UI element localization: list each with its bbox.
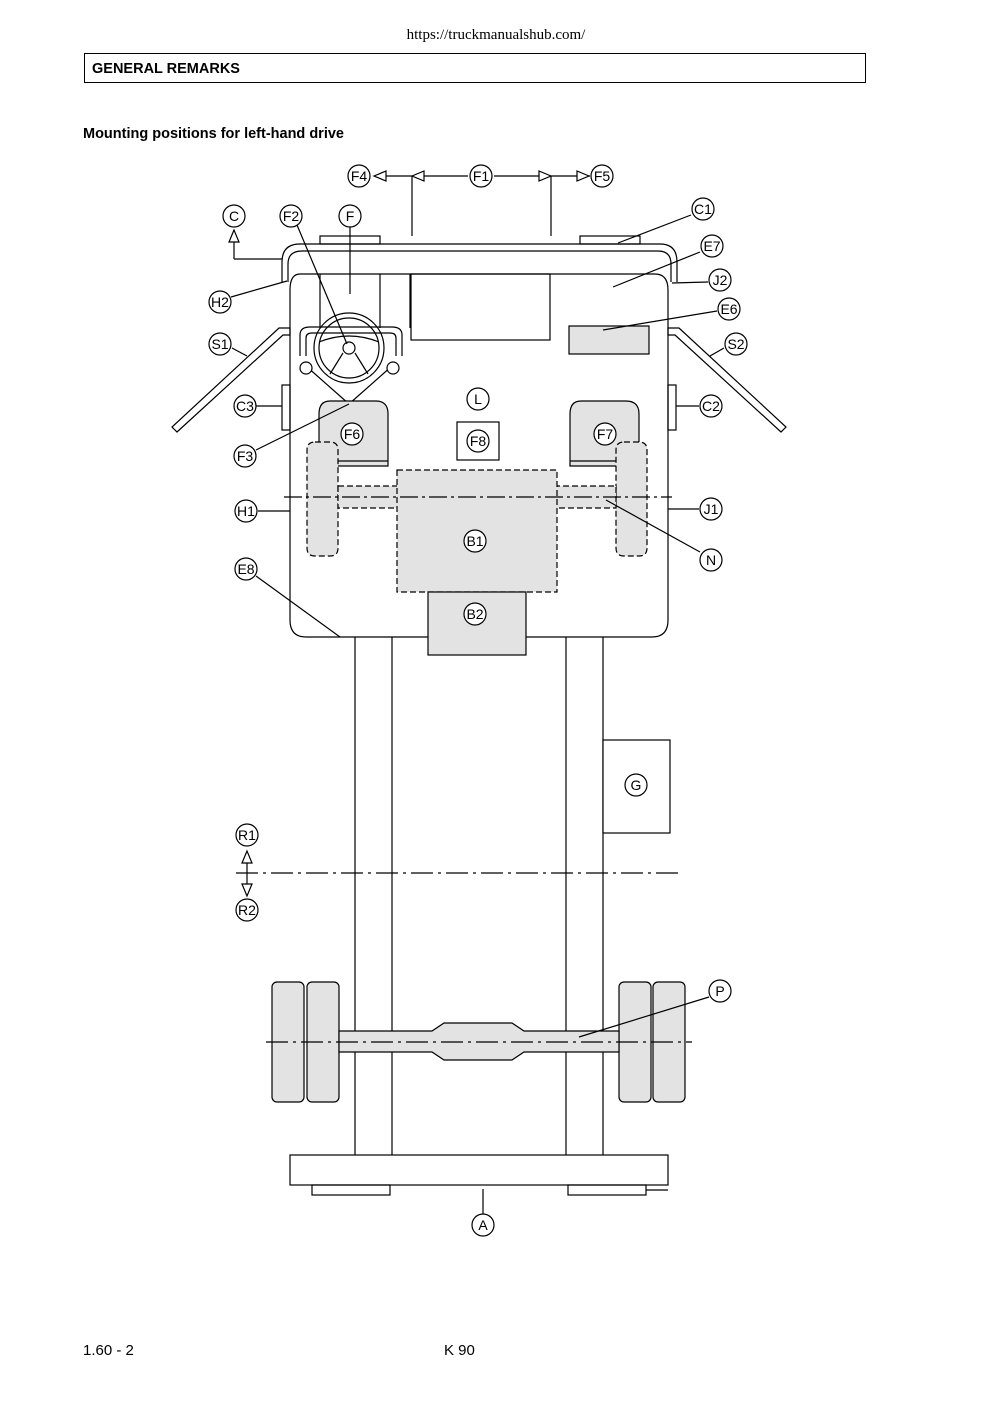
svg-text:C: C <box>229 208 239 224</box>
svg-text:G: G <box>631 777 642 793</box>
cab <box>281 235 678 638</box>
section-header-box: GENERAL REMARKS <box>84 53 866 83</box>
callout-s1: S1 <box>208 332 232 356</box>
callout-r1: R1 <box>235 823 259 847</box>
callout-r2: R2 <box>235 898 259 922</box>
model-label: K 90 <box>444 1342 475 1359</box>
svg-text:J2: J2 <box>713 272 728 288</box>
callout-g: G <box>624 773 648 797</box>
svg-text:E8: E8 <box>237 561 254 577</box>
callout-f4: F4 <box>347 164 371 188</box>
svg-text:F3: F3 <box>237 448 254 464</box>
svg-text:S1: S1 <box>211 336 228 352</box>
leader-lines <box>228 214 725 1214</box>
callout-h2: H2 <box>208 290 232 314</box>
callout-c1: C1 <box>691 197 715 221</box>
callout-f8: F8 <box>466 429 490 453</box>
callout-e7: E7 <box>700 234 724 258</box>
svg-text:B1: B1 <box>466 533 483 549</box>
svg-text:H1: H1 <box>237 503 255 519</box>
svg-text:F1: F1 <box>473 168 490 184</box>
rear-bumper <box>289 1154 669 1196</box>
callout-f6: F6 <box>340 422 364 446</box>
callout-j2: J2 <box>708 268 732 292</box>
page-number: 1.60 - 2 <box>83 1342 134 1359</box>
svg-text:B2: B2 <box>466 606 483 622</box>
callout-b1: B1 <box>463 529 487 553</box>
callout-s2: S2 <box>724 332 748 356</box>
callouts: F4 F1 F5 C F2 F C1 E7 J2 E6 H2 S1 S2 L C… <box>208 164 748 1237</box>
svg-text:F8: F8 <box>470 433 487 449</box>
callout-a: A <box>471 1213 495 1237</box>
callout-c: C <box>222 204 246 228</box>
callout-h1: H1 <box>234 499 258 523</box>
callout-f3: F3 <box>233 444 257 468</box>
side-block-left <box>281 384 291 431</box>
svg-text:F2: F2 <box>283 208 300 224</box>
svg-text:E7: E7 <box>703 238 720 254</box>
svg-text:J1: J1 <box>704 501 719 517</box>
mirrors <box>171 327 787 433</box>
svg-text:E6: E6 <box>720 301 737 317</box>
svg-text:R2: R2 <box>238 902 256 918</box>
svg-text:F6: F6 <box>344 426 361 442</box>
svg-text:L: L <box>474 391 482 407</box>
source-url: https://truckmanualshub.com/ <box>406 27 586 43</box>
hidden-components <box>306 441 648 593</box>
svg-text:F5: F5 <box>594 168 611 184</box>
frame-rails <box>354 637 604 1155</box>
callout-f7: F7 <box>593 422 617 446</box>
page-subtitle: Mounting positions for left-hand drive <box>83 126 344 142</box>
rear-axle <box>266 981 692 1103</box>
callout-e6: E6 <box>717 297 741 321</box>
svg-text:C2: C2 <box>702 398 720 414</box>
callout-p: P <box>708 979 732 1003</box>
side-block-right <box>667 384 677 431</box>
callout-l: L <box>466 387 490 411</box>
svg-text:P: P <box>715 983 724 999</box>
callout-e8: E8 <box>234 557 258 581</box>
svg-text:C3: C3 <box>236 398 254 414</box>
steering-wheel <box>299 312 403 405</box>
svg-text:H2: H2 <box>211 294 229 310</box>
callout-b2: B2 <box>463 602 487 626</box>
callout-c3: C3 <box>233 394 257 418</box>
callout-n: N <box>699 548 723 572</box>
callout-f1: F1 <box>469 164 493 188</box>
callout-j1: J1 <box>699 497 723 521</box>
callout-c2: C2 <box>699 394 723 418</box>
r-dimension-arrows <box>241 849 253 898</box>
callout-f: F <box>338 204 362 228</box>
callout-f5: F5 <box>590 164 614 188</box>
svg-text:F7: F7 <box>597 426 614 442</box>
svg-text:F: F <box>346 208 355 224</box>
svg-text:S2: S2 <box>727 336 744 352</box>
top-dimension-lines <box>372 170 591 236</box>
section-title: GENERAL REMARKS <box>92 61 240 77</box>
svg-text:F4: F4 <box>351 168 368 184</box>
callout-f2: F2 <box>279 204 303 228</box>
svg-text:R1: R1 <box>238 827 256 843</box>
svg-text:C1: C1 <box>694 201 712 217</box>
svg-text:N: N <box>706 552 716 568</box>
svg-text:A: A <box>478 1217 488 1233</box>
